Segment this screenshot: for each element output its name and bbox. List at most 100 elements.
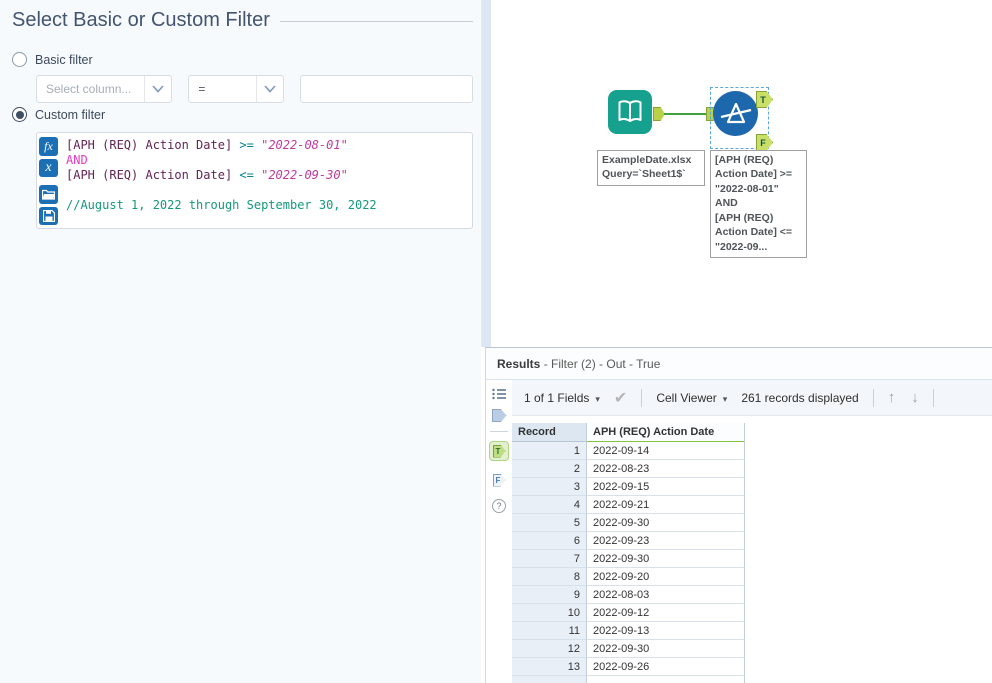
record-number-cell: 5 [512,514,587,532]
table-row[interactable]: 9 2022-08-03 [512,586,992,604]
date-value-cell: 2022-09-21 [587,496,745,514]
date-value-cell: 2022-09-12 [587,604,745,622]
false-badge-label: F [495,475,501,485]
date-column-header[interactable]: APH (REQ) Action Date [587,423,745,444]
column-select-value: Select column... [46,82,132,96]
table-row[interactable]: 13 2022-09-26 [512,658,992,676]
config-title-row: Select Basic or Custom Filter [12,6,473,34]
radio-checked-icon[interactable] [12,107,27,122]
date-value-cell: 2022-09-23 [587,532,745,550]
fields-dropdown[interactable]: 1 of 1 Fields▾ [524,390,600,405]
table-row[interactable]: 7 2022-09-30 [512,550,992,568]
caret-down-icon: ▾ [595,393,600,404]
expression-field: [APH (REQ) Action Date] [66,168,233,182]
select-separator [256,76,257,102]
connection-shape-icon[interactable] [491,409,507,422]
metadata-list-icon[interactable] [491,388,507,400]
results-grid: Record APH (REQ) Action Date 1 2022-09-1… [512,423,992,683]
custom-filter-label: Custom filter [35,107,106,122]
date-value-cell: 2022-09-15 [587,478,745,496]
panel-splitter[interactable] [481,0,491,347]
open-expression-button[interactable] [39,185,58,204]
page-title: Select Basic or Custom Filter [12,8,270,31]
funnel-icon [720,102,751,123]
input-data-tool[interactable] [608,90,652,134]
table-row[interactable]: 6 2022-09-23 [512,532,992,550]
column-select[interactable]: Select column... [36,75,173,103]
record-number-cell: 8 [512,568,587,586]
x-variable-icon: x [45,159,52,175]
record-number-cell: 12 [512,640,587,658]
scroll-down-button[interactable]: ↓ [911,389,919,406]
filter-config-panel: Select Basic or Custom Filter Basic filt… [0,0,481,683]
filter-true-anchor[interactable]: T [756,91,773,108]
record-column-header[interactable]: Record [512,423,587,442]
table-row[interactable]: 1 2022-09-14 [512,442,992,460]
table-row[interactable]: 8 2022-09-20 [512,568,992,586]
record-number-cell: 11 [512,622,587,640]
results-toolbar: 1 of 1 Fields▾ ✔ Cell Viewer▾ 261 record… [512,380,992,416]
chevron-down-icon[interactable] [145,85,171,93]
expression-field: [APH (REQ) Action Date] [66,138,233,152]
table-row[interactable]: 4 2022-09-21 [512,496,992,514]
results-side-strip: T F ? [486,380,512,683]
folder-open-icon [42,189,55,200]
value-input[interactable] [300,75,473,103]
table-row[interactable]: 11 2022-09-13 [512,622,992,640]
table-row[interactable]: 3 2022-09-15 [512,478,992,496]
custom-filter-radio[interactable]: Custom filter [12,107,105,122]
results-panel: Results - Filter (2) - Out - True T F ? [485,347,992,683]
basic-filter-radio[interactable]: Basic filter [12,52,93,67]
date-value-cell: 2022-09-30 [587,514,745,532]
record-number-cell: 9 [512,586,587,604]
functions-button[interactable]: fx [39,137,58,156]
record-number-cell: 3 [512,478,587,496]
false-output-view-button[interactable]: F [489,470,509,490]
true-output-view-button[interactable]: T [489,441,509,461]
filter-false-anchor[interactable]: F [756,134,773,151]
table-row[interactable]: 2 2022-08-23 [512,460,992,478]
side-divider [490,431,508,432]
table-header-row: Record APH (REQ) Action Date [512,423,992,444]
checkmark-icon[interactable]: ✔ [613,389,628,407]
record-number-cell: 4 [512,496,587,514]
date-value-cell: 2022-09-13 [587,622,745,640]
toolbar-separator [932,388,934,407]
results-header: Results - Filter (2) - Out - True [486,348,992,380]
open-book-icon [618,100,642,122]
expression-operator: <= [239,168,254,182]
toolbar-separator [872,388,874,407]
expression-string: "2022-08-01" [261,138,348,152]
variables-button[interactable]: x [39,158,58,177]
filter-tool[interactable] [713,91,758,136]
cell-viewer-dropdown[interactable]: Cell Viewer▾ [656,390,728,405]
date-value-cell: 2022-09-30 [587,550,745,568]
operator-select-value: = [198,82,206,96]
results-title: Results [497,356,541,371]
date-value-cell: 2022-09-20 [587,568,745,586]
table-row[interactable]: 12 2022-09-30 [512,640,992,658]
select-separator [144,76,146,102]
expression-code[interactable]: [APH (REQ) Action Date] >= "2022-08-01"A… [62,133,472,228]
record-number-cell: 13 [512,658,587,676]
basic-filter-label: Basic filter [35,52,93,67]
workflow-canvas[interactable]: T F ExampleDate.xlsx Query=`Sheet1$` [AP… [491,0,992,347]
radio-unchecked-icon[interactable] [12,52,27,67]
editor-icon-strip: fx x [37,133,62,228]
operator-select[interactable]: = [188,75,284,103]
expression-keyword: AND [66,153,88,167]
save-expression-button[interactable] [39,206,58,225]
help-icon[interactable]: ? [492,499,506,513]
basic-filter-controls: Select column... = [36,75,473,103]
date-value-cell: 2022-09-26 [587,658,745,676]
record-number-cell: 6 [512,532,587,550]
table-row[interactable]: 10 2022-09-12 [512,604,992,622]
filter-tool-annotation: [APH (REQ) Action Date] >= "2022-08-01" … [710,150,807,259]
date-value-cell: 2022-09-14 [587,442,745,460]
connection-wire[interactable] [664,113,709,115]
table-row[interactable]: 5 2022-09-30 [512,514,992,532]
scroll-up-button[interactable]: ↑ [887,389,896,406]
record-number-cell: 1 [512,442,587,460]
chevron-down-icon[interactable] [257,85,283,93]
